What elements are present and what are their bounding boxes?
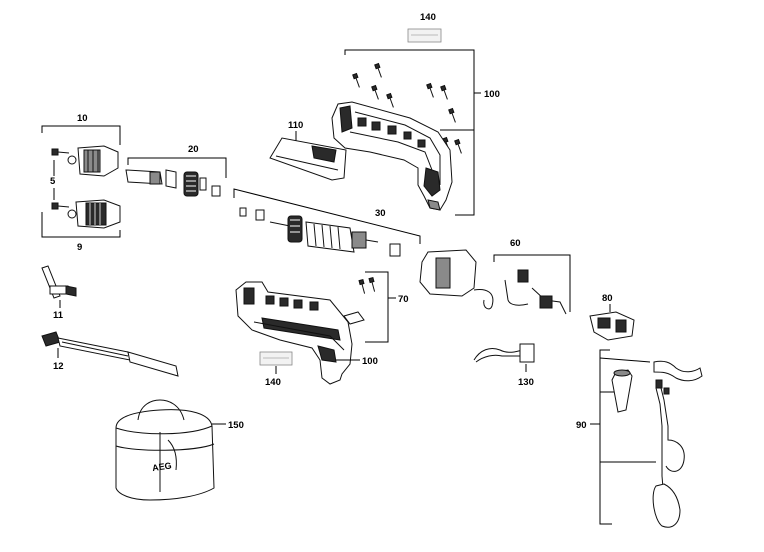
part-20-spindle-gears: 20 — [125, 144, 227, 197]
callout-5: 5 — [50, 176, 56, 187]
part-100-housing-half-bottom: 100 — [235, 281, 378, 385]
callout-90: 90 — [576, 420, 587, 431]
part-12-depth-rod: 12 — [41, 331, 179, 377]
part-60-field-assembly: 60 — [419, 238, 571, 315]
part-90-cord-set: 90 — [576, 349, 703, 528]
callout-30: 30 — [375, 208, 386, 219]
part-11-chuck-key: 11 — [41, 265, 77, 321]
callout-150: 150 — [228, 420, 244, 431]
callout-130: 130 — [518, 377, 534, 388]
part-130-wire-set: 130 — [473, 343, 535, 388]
part-70-small-parts: 70 — [343, 271, 409, 343]
callout-100-bottom: 100 — [362, 356, 378, 367]
callout-70: 70 — [398, 294, 409, 305]
part-80-switch: 80 — [589, 293, 635, 341]
callout-140-top: 140 — [420, 12, 436, 23]
part-110-cover: 110 — [269, 120, 347, 181]
part-140-label-plate-top: 140 — [407, 12, 442, 43]
callout-12: 12 — [53, 361, 64, 372]
part-140-label-plate-bottom: 140 — [259, 351, 293, 388]
part-9-keyed-chuck: 9 — [41, 199, 121, 253]
callout-20: 20 — [188, 144, 199, 155]
bag-logo: AEG — [152, 460, 173, 473]
part-30-armature: 30 — [233, 188, 421, 257]
callout-11: 11 — [53, 310, 64, 321]
part-10-chuck: 10 — [41, 113, 121, 177]
callout-10: 10 — [77, 113, 88, 124]
part-150-carry-bag: 150 AEG — [115, 399, 244, 501]
callout-80: 80 — [602, 293, 613, 304]
callout-9: 9 — [77, 242, 82, 253]
callout-140-bottom: 140 — [265, 377, 281, 388]
callout-100-top: 100 — [484, 89, 500, 100]
part-100-housing-half: 100 — [331, 49, 500, 216]
callout-60: 60 — [510, 238, 521, 249]
callout-110: 110 — [288, 120, 303, 131]
